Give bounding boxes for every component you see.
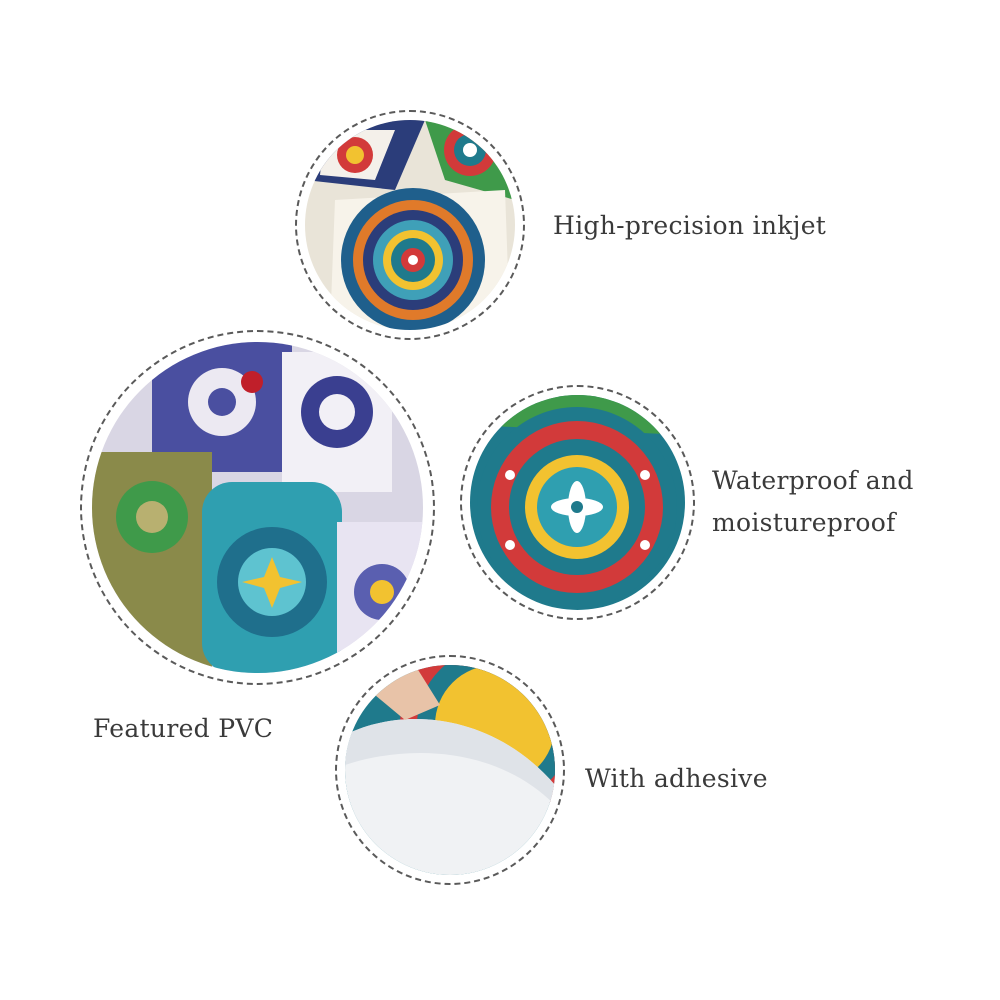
feature-label-line: With adhesive [585,764,768,793]
water-droplets-photo [470,395,685,610]
feature-label: Waterproof and moistureproof [712,460,914,544]
feature-label-line: Waterproof and [712,466,914,495]
mandala-print-photo [305,120,515,330]
feature-label-line: Featured PVC [93,714,274,743]
dashed-ring [80,330,435,685]
feature-label-line: High-precision inkjet [553,211,827,240]
feature-label: With adhesive [585,758,768,800]
dashed-ring [295,110,525,340]
dashed-ring [460,385,695,620]
feature-label: Featured PVC [93,708,273,750]
feature-label: High-precision inkjet [553,205,826,247]
dashed-ring [335,655,565,885]
peeling-backing-photo [345,665,555,875]
pvc-rolls-photo [92,342,423,673]
feature-label-line: moistureproof [712,508,896,537]
